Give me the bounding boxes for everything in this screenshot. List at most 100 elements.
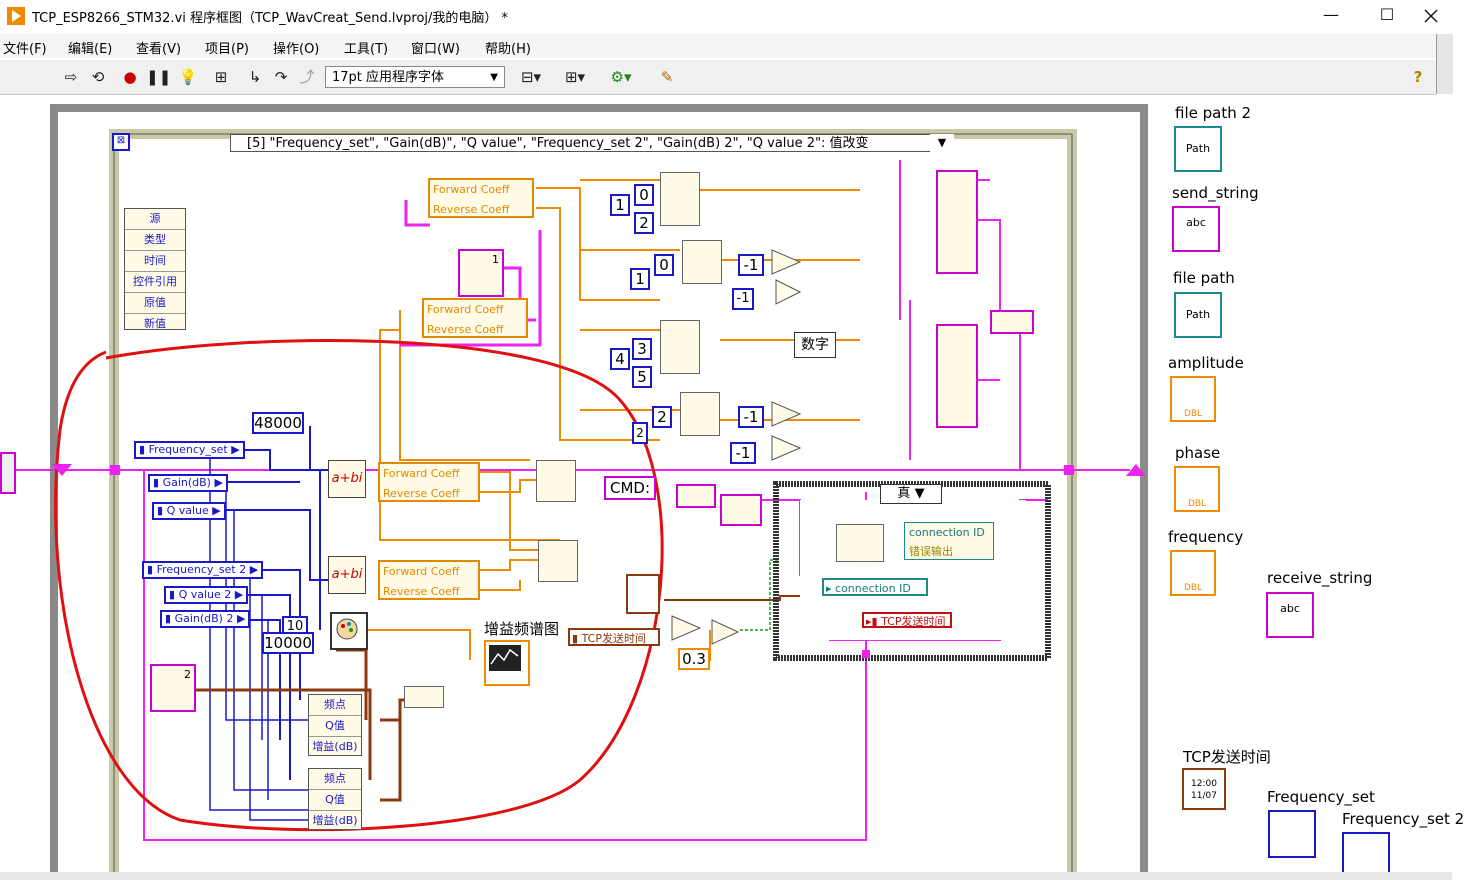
coeff-cluster-top[interactable]: Forward Coeff Reverse Coeff (428, 178, 534, 218)
font-select[interactable]: 17pt 应用程序字体 ▼ (325, 66, 505, 88)
step-out-icon[interactable]: ⤴ (299, 68, 315, 86)
control-gain2[interactable]: ▮ Gain(dB) 2 ▶ (160, 610, 251, 628)
complex-node-1[interactable]: a+bi (328, 460, 366, 498)
menu-help[interactable]: 帮助(H) (485, 42, 531, 57)
left-ref-terminal[interactable] (0, 452, 16, 494)
const-2b[interactable]: 2 (652, 406, 672, 428)
distribute-objects-icon[interactable]: ⊞▾ (564, 68, 586, 86)
const-neg1c[interactable]: -1 (738, 406, 764, 428)
block-diagram[interactable]: ⊠ [5] "Frequency_set", "Gain(dB)", "Q va… (0, 94, 1464, 880)
coeff-cluster-mid[interactable]: Forward Coeff Reverse Coeff (422, 298, 528, 338)
terminal-amplitude[interactable]: DBL (1170, 376, 1216, 422)
status-bar (0, 872, 1452, 880)
const-2a[interactable]: 2 (634, 212, 654, 234)
abort-icon[interactable]: ● (123, 68, 137, 86)
control-frequency-set2[interactable]: ▮ Frequency_set 2 ▶ (142, 561, 264, 579)
chevron-down-icon[interactable]: ▼ (930, 134, 954, 152)
help-icon[interactable]: ? (1413, 68, 1423, 86)
concat-string-node-5[interactable] (720, 494, 762, 526)
color-box-constant[interactable] (330, 612, 368, 650)
reorder-icon[interactable]: ⚙▾ (610, 68, 632, 86)
control-q-value[interactable]: ▮ Q value ▶ (152, 502, 226, 520)
retain-wire-values-icon[interactable]: ⊞ (214, 68, 228, 86)
concat-string-node-1[interactable] (936, 170, 978, 274)
const-neg1a[interactable]: -1 (738, 254, 764, 276)
tcp-write-node[interactable] (836, 524, 884, 562)
run-arrow-icon[interactable]: ⇨ (64, 68, 78, 86)
cleanup-diagram-icon[interactable]: ✎ (660, 68, 674, 86)
const-0-3[interactable]: 0.3 (678, 648, 710, 670)
label-file-path: file path (1173, 269, 1235, 287)
pause-icon[interactable]: ❚❚ (146, 68, 172, 86)
maximize-button[interactable]: ☐ (1379, 5, 1395, 24)
terminal-frequency-set2[interactable] (1342, 832, 1390, 874)
menu-edit[interactable]: 编辑(E) (68, 42, 113, 57)
array-node-3[interactable] (660, 320, 700, 374)
const-1a[interactable]: 1 (610, 194, 630, 216)
control-gain[interactable]: ▮ Gain(dB) ▶ (148, 474, 228, 492)
event-case-selector[interactable]: [5] "Frequency_set", "Gain(dB)", "Q valu… (230, 134, 954, 152)
const-0b[interactable]: 0 (654, 254, 674, 276)
menu-window[interactable]: 窗口(W) (411, 42, 460, 57)
tick-count-node[interactable] (626, 574, 660, 614)
concat-string-node-2[interactable] (936, 324, 978, 428)
coeff-cluster-1[interactable]: Forward Coeff Reverse Coeff (378, 462, 480, 502)
step-into-icon[interactable]: ↳ (248, 68, 262, 86)
terminal-frequency[interactable]: DBL (1170, 550, 1216, 596)
control-q-value2[interactable]: ▮ Q value 2 ▶ (164, 586, 249, 604)
const-2c[interactable]: 2 (632, 422, 648, 444)
index-ref-node-1[interactable]: 1 (458, 249, 504, 297)
build-array-node-3[interactable] (404, 686, 444, 708)
array-node-1[interactable] (660, 172, 700, 226)
terminal-file-path[interactable]: Path (1174, 292, 1222, 338)
const-neg1d[interactable]: -1 (730, 442, 756, 464)
minimize-button[interactable]: — (1323, 5, 1339, 24)
terminal-tcp-time[interactable]: 12:00 11/07 (1182, 768, 1226, 810)
bundle-node-2[interactable]: 频点 Q值 增益(dB) (308, 768, 362, 830)
index-ref-node-2[interactable]: 2 (150, 664, 196, 712)
const-3[interactable]: 3 (632, 338, 652, 360)
array-node-4[interactable] (680, 392, 720, 436)
terminal-receive-string[interactable]: abc (1266, 592, 1314, 638)
unbundle-tcp-node[interactable]: connection ID 错误输出 (904, 522, 994, 560)
const-10000[interactable]: 10000 (262, 632, 314, 654)
menu-operate[interactable]: 操作(O) (273, 42, 320, 57)
bundle-node-1[interactable]: 频点 Q值 增益(dB) (308, 694, 362, 756)
terminal-send-string[interactable]: abc (1172, 206, 1220, 252)
connection-id-terminal[interactable]: ▸ connection ID (822, 578, 928, 596)
complex-node-2[interactable]: a+bi (328, 556, 366, 594)
event-data-node[interactable]: 源 类型 时间 控件引用 原值 新值 (124, 208, 186, 330)
step-over-icon[interactable]: ↷ (274, 68, 288, 86)
const-5[interactable]: 5 (632, 366, 652, 388)
const-1b[interactable]: 1 (630, 268, 650, 290)
menu-project[interactable]: 项目(P) (205, 42, 249, 57)
build-array-node-1[interactable] (536, 460, 576, 502)
const-4[interactable]: 4 (610, 348, 630, 370)
array-node-2[interactable] (682, 240, 722, 284)
const-48000[interactable]: 48000 (252, 412, 304, 434)
run-continuously-icon[interactable]: ⟲ (91, 68, 105, 86)
build-array-node-2[interactable] (538, 540, 578, 582)
tcp-time-local-variable[interactable]: ▮ TCP发送时间 (568, 628, 660, 646)
event-timeout-terminal[interactable]: ⊠ (112, 133, 130, 151)
const-0a[interactable]: 0 (634, 184, 654, 206)
close-button[interactable] (1408, 0, 1454, 32)
case-selector[interactable]: 真 ▼ (880, 484, 942, 504)
menu-tools[interactable]: 工具(T) (344, 42, 389, 57)
terminal-frequency-set[interactable] (1268, 810, 1316, 858)
menu-file[interactable]: 文件(F) (3, 42, 47, 57)
align-objects-icon[interactable]: ⊟▾ (520, 68, 542, 86)
control-frequency-set[interactable]: ▮ Frequency_set ▶ (134, 441, 245, 459)
number-string-node[interactable]: 数字 (794, 332, 836, 358)
terminal-file-path2[interactable]: Path (1174, 126, 1222, 172)
gain-spectrum-graph-terminal[interactable] (484, 640, 530, 686)
tcp-time-write-variable[interactable]: ▸▮ TCP发送时间 (862, 612, 952, 628)
concat-string-node-3[interactable] (990, 310, 1034, 334)
menu-view[interactable]: 查看(V) (136, 42, 182, 57)
concat-string-node-4[interactable] (676, 484, 716, 508)
highlight-execution-icon[interactable]: 💡 (178, 68, 198, 86)
terminal-phase[interactable]: DBL (1174, 466, 1220, 512)
const-neg1b[interactable]: -1 (732, 288, 754, 310)
const-cmd-string[interactable]: CMD: (604, 476, 656, 500)
coeff-cluster-2[interactable]: Forward Coeff Reverse Coeff (378, 560, 480, 600)
